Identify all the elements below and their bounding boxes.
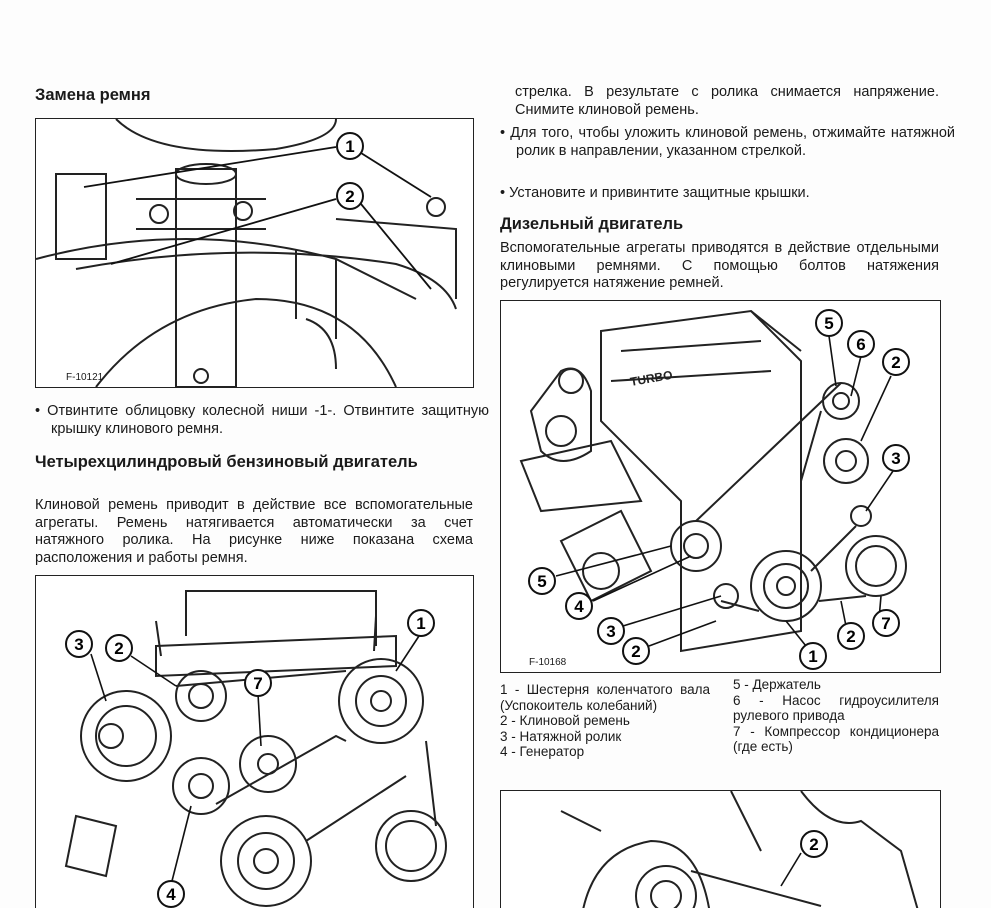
legend-right: 5 - Держатель 6 - Насос гидроусилителя р… <box>733 677 939 755</box>
legend-item: 6 - Насос гидроусилителя рулевого привод… <box>733 692 939 724</box>
figure-diesel-engine: TURBO 5 6 2 3 5 4 <box>500 300 941 673</box>
callout-number: 1 <box>345 137 354 156</box>
callout-number: 3 <box>606 622 615 641</box>
legend-item: 2 - Клиновой ремень <box>500 713 630 728</box>
callout-circle <box>336 182 364 210</box>
callout-number: 7 <box>253 674 262 693</box>
callouts: 5 6 2 3 5 4 3 2 1 2 7 <box>528 309 910 670</box>
figure-label: F-10168 <box>529 657 567 668</box>
callout-number: 2 <box>631 642 640 661</box>
figure-label: F-10121 <box>66 372 104 383</box>
legend-item: 7 - Компрессор кондиционера (где есть) <box>733 723 939 755</box>
callout-number: 5 <box>537 572 546 591</box>
figure-petrol-belt-layout: 1 3 2 7 4 <box>35 575 474 908</box>
paragraph-petrol-belt: Клиновой ремень приводит в действие все … <box>35 497 473 566</box>
callout-number: 2 <box>114 639 123 658</box>
paragraph-diesel-belt: Вспомогательные агрегаты приводятся в де… <box>500 240 939 291</box>
petrol-engine-drawing: 1 3 2 7 4 <box>64 590 447 908</box>
legend-item: 5 - Держатель <box>733 677 821 692</box>
legend-left: 1 - Шестерня коленчатого вала (Успокоите… <box>500 682 710 760</box>
callout-number: 1 <box>416 614 425 633</box>
heading-belt-replacement: Замена ремня <box>35 86 151 104</box>
callout-number: 5 <box>824 314 833 333</box>
callout-circle <box>336 132 364 160</box>
callout-number: 7 <box>881 614 890 633</box>
diesel-detail-drawing: 2 <box>560 791 919 908</box>
heading-petrol-engine: Четырехцилиндровый бензиновый двигатель <box>35 453 418 471</box>
callout-number: 2 <box>809 835 818 854</box>
callout-number: 2 <box>891 353 900 372</box>
callout-number: 1 <box>808 647 817 666</box>
wheel-arch-drawing: 1 2 <box>36 119 457 387</box>
diesel-engine-drawing: TURBO 5 6 2 3 5 4 <box>519 309 910 670</box>
callout-circle <box>800 830 828 858</box>
instruction-bullet: • Для того, чтобы уложить клиновой ремен… <box>500 125 955 159</box>
callout-number: 4 <box>574 597 584 616</box>
callout-number: 2 <box>846 627 855 646</box>
legend-item: 1 - Шестерня коленчатого вала (Успокоите… <box>500 682 710 713</box>
figure-diesel-belt-detail: 2 <box>500 790 941 908</box>
callout-number: 3 <box>891 449 900 468</box>
legend-item: 3 - Натяжной ролик <box>500 728 622 744</box>
figure-wheel-arch: 1 2 F-10121 <box>35 118 474 388</box>
svg-text:TURBO: TURBO <box>629 368 673 389</box>
callout-number: 3 <box>74 635 83 654</box>
instruction-bullet: • Установите и привинтите защитные крышк… <box>500 185 810 201</box>
instruction-bullet: • Отвинтите облицовку колесной ниши -1-.… <box>35 403 489 437</box>
callout-number: 2 <box>345 187 354 206</box>
callouts: 1 3 2 7 4 <box>65 609 435 908</box>
callout-number: 4 <box>166 885 176 904</box>
legend-item: 4 - Генератор <box>500 744 585 759</box>
paragraph-continuation: стрелка. В результате с ролика снимается… <box>515 84 939 118</box>
callout-number: 6 <box>856 335 865 354</box>
heading-diesel-engine: Дизельный двигатель <box>500 215 684 233</box>
